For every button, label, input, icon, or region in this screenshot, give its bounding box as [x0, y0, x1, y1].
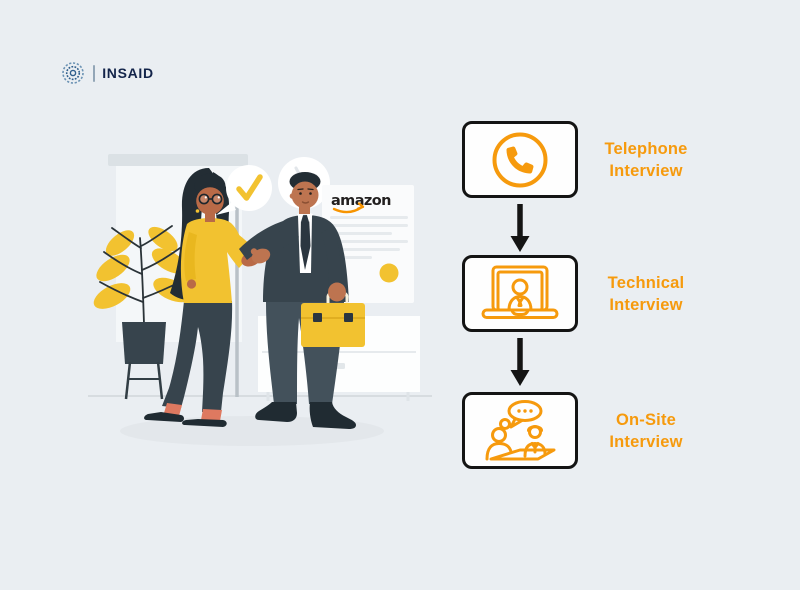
insaid-emblem-icon — [62, 62, 84, 84]
telephone-step-label: Telephone Interview — [604, 139, 688, 180]
document-accent-dot — [379, 263, 399, 283]
flow-step-telephone: Telephone Interview — [462, 121, 696, 198]
man-figure — [239, 172, 365, 429]
phone-icon — [492, 132, 548, 187]
onsite-meeting-icon — [485, 399, 556, 460]
onsite-step-box — [462, 392, 578, 469]
arrow-down-icon-1 — [510, 204, 530, 252]
logo-separator — [93, 64, 96, 82]
approval-speech-bubble — [216, 165, 272, 215]
technical-step-box — [462, 255, 578, 332]
laptop-video-call-icon — [481, 265, 559, 319]
check-icon — [236, 174, 263, 201]
necktie — [300, 216, 311, 270]
glasses-icon — [198, 193, 210, 205]
man-suit-jacket — [239, 215, 349, 302]
flow-step-onsite: On-Site Interview — [462, 392, 696, 469]
insaid-logo: INSAID — [60, 60, 154, 86]
onsite-step-label: On-Site Interview — [609, 410, 683, 451]
technical-step-label: Technical Interview — [607, 273, 685, 314]
logo-text: INSAID — [102, 65, 154, 81]
amazon-logo-text: amazon — [331, 193, 391, 209]
telephone-step-box — [462, 121, 578, 198]
plant-pot — [122, 322, 166, 364]
arrow-down-icon-2 — [510, 338, 530, 386]
whiteboard-top-bar — [108, 154, 248, 166]
flow-step-technical: Technical Interview — [462, 255, 696, 332]
woman-figure — [144, 168, 261, 427]
yellow-briefcase — [301, 291, 365, 347]
